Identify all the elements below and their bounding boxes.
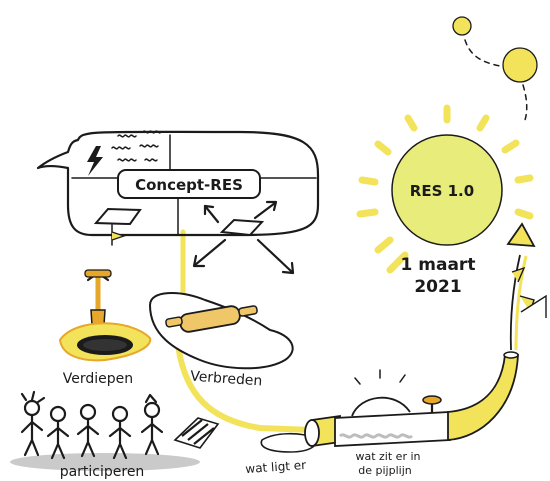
verdiepen-label: Verdiepen: [63, 371, 133, 387]
dough-shape: [148, 292, 294, 370]
puddle-shape: [260, 432, 317, 453]
heat-waves-icon: [111, 130, 162, 162]
date-line-2: 2021: [414, 277, 461, 297]
pijplijn-label-1: wat zit er in: [355, 450, 420, 463]
striped-sign: [173, 417, 220, 449]
verbreden-label: Verbreden: [190, 369, 263, 390]
rolling-pin-icon: [165, 305, 258, 333]
sun-icon: RES 1.0 1 maart 2021: [356, 104, 534, 297]
concept-res-label-box: [117, 169, 261, 199]
lightning-icon: [87, 146, 103, 176]
pipeline-icon: [304, 351, 519, 448]
pijplijn-label-2: de pijplijn: [358, 464, 411, 477]
map-flag-icon: [93, 207, 142, 246]
moon-small-icon: [452, 16, 472, 36]
res-version-label: RES 1.0: [410, 182, 474, 200]
dig-hole: [58, 322, 152, 362]
climbing-arrow-icon: [506, 222, 547, 351]
orbit-dashes: [464, 39, 528, 121]
date-line-1: 1 maart: [401, 255, 476, 275]
journey-path: [175, 229, 315, 433]
people-icon: [10, 390, 220, 471]
concept-res-bubble: Concept-RES: [36, 130, 320, 237]
moon-large-icon: [502, 47, 538, 83]
concept-res-label: Concept-RES: [135, 176, 243, 194]
expand-arrows-icon: [192, 200, 295, 275]
participeren-label: participeren: [60, 464, 145, 480]
wat-ligt-er-label: wat ligt er: [245, 458, 307, 476]
